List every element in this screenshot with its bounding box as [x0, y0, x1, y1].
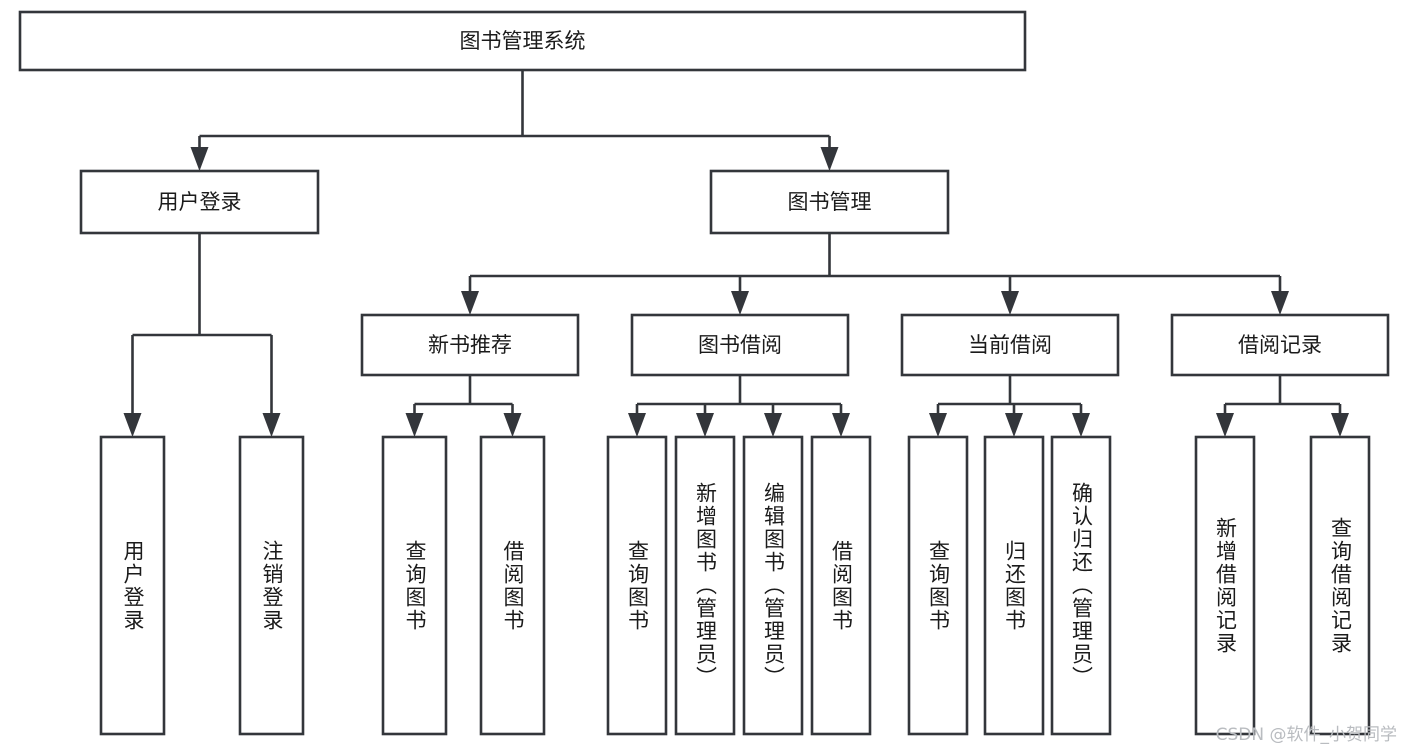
- node-box-leaf-return-book[interactable]: [983, 435, 1045, 736]
- userlogin-to-leaves-arrow-0: [123, 413, 142, 437]
- node-label-user-login: 用户登录: [158, 190, 242, 214]
- node-box-leaf-user-login[interactable]: [99, 435, 166, 736]
- bookmanage-to-level3-arrow-3: [1271, 291, 1289, 315]
- node-box-user-login[interactable]: [79, 169, 320, 235]
- node-box-book-manage[interactable]: [709, 169, 950, 235]
- current-borrow-to-leaves-arrow-2: [1072, 413, 1090, 437]
- book-borrow-to-leaves-arrow-0: [628, 413, 646, 437]
- node-label-book-manage: 图书管理: [788, 190, 872, 214]
- nodes-layer: [18, 10, 1390, 736]
- borrow-records-to-leaves-arrow-0: [1216, 413, 1234, 437]
- book-borrow-to-leaves-arrow-3: [832, 413, 850, 437]
- node-box-current-borrow[interactable]: [900, 313, 1120, 377]
- bookmanage-to-level3-arrow-0: [461, 291, 479, 315]
- node-label-root: 图书管理系统: [460, 29, 586, 53]
- node-box-leaf-logout-login[interactable]: [238, 435, 305, 736]
- edges-layer: [123, 70, 1349, 437]
- node-box-leaf-edit-book-admin[interactable]: [742, 435, 804, 736]
- root-to-level2-arrow-0: [190, 147, 209, 171]
- current-borrow-to-leaves-arrow-1: [1005, 413, 1023, 437]
- csdn-watermark: CSDN @软件_小贺同学: [1215, 725, 1397, 745]
- bookmanage-to-level3-arrow-2: [1001, 291, 1019, 315]
- root-to-level2-arrow-1: [820, 147, 839, 171]
- node-label-current-borrow: 当前借阅: [968, 333, 1052, 357]
- node-box-leaf-query-borrow-record[interactable]: [1309, 435, 1371, 736]
- book-borrow-to-leaves-arrow-1: [696, 413, 714, 437]
- node-box-leaf-confirm-return-admin[interactable]: [1050, 435, 1112, 736]
- node-box-new-book-recommend[interactable]: [360, 313, 580, 377]
- node-box-leaf-borrow-book-rec[interactable]: [479, 435, 546, 736]
- node-box-leaf-query-book-borrow[interactable]: [606, 435, 668, 736]
- bookmanage-to-level3-arrow-1: [731, 291, 749, 315]
- book-borrow-to-leaves-arrow-2: [764, 413, 782, 437]
- node-box-leaf-add-book-admin[interactable]: [674, 435, 736, 736]
- node-box-leaf-query-book-current[interactable]: [907, 435, 969, 736]
- node-label-borrow-records: 借阅记录: [1238, 333, 1322, 357]
- node-box-leaf-query-book-rec[interactable]: [381, 435, 448, 736]
- node-label-book-borrow: 图书借阅: [698, 333, 782, 357]
- userlogin-to-leaves-arrow-1: [262, 413, 281, 437]
- node-box-root[interactable]: [18, 10, 1027, 72]
- node-box-borrow-records[interactable]: [1170, 313, 1390, 377]
- node-box-book-borrow[interactable]: [630, 313, 850, 377]
- node-box-leaf-borrow-book[interactable]: [810, 435, 872, 736]
- borrow-records-to-leaves-arrow-1: [1331, 413, 1349, 437]
- current-borrow-to-leaves-arrow-0: [929, 413, 947, 437]
- node-label-new-book-recommend: 新书推荐: [428, 333, 512, 357]
- node-box-leaf-add-borrow-record[interactable]: [1194, 435, 1256, 736]
- new-book-recommend-to-leaves-arrow-0: [405, 413, 424, 437]
- new-book-recommend-to-leaves-arrow-1: [503, 413, 522, 437]
